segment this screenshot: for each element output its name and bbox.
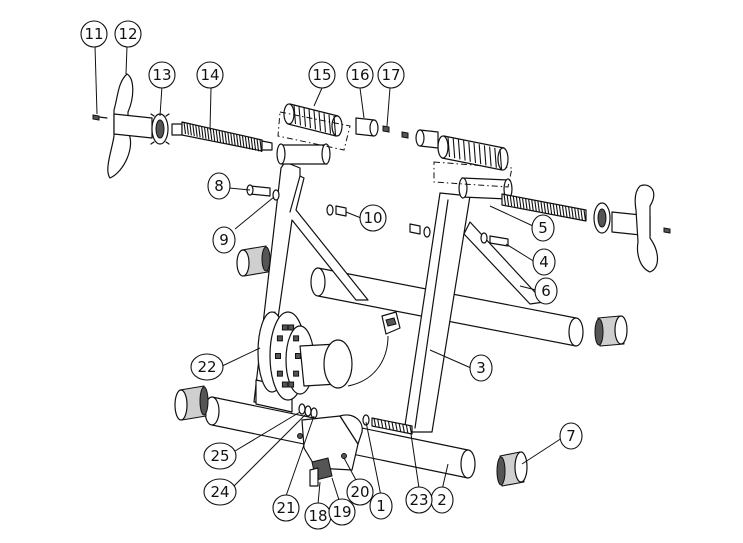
adjuster-bolt [371,417,413,435]
callout-9-number: 9 [219,231,229,249]
callout-2: 2 [430,486,454,514]
callout-19-number: 19 [332,503,351,521]
callout-21: 21 [272,494,300,522]
adjuster-small-parts [297,403,370,459]
callout-6: 6 [534,277,558,305]
left-roller-sleeve [277,103,351,151]
callout-4-number: 4 [539,253,549,271]
callout-24: 24 [203,478,237,506]
callout-1-number: 1 [376,497,386,515]
sleeve-screw-right [401,131,409,139]
callout-8-number: 8 [214,177,224,195]
callout-5: 5 [531,214,555,242]
callout-24-number: 24 [210,483,229,501]
callout-3-number: 3 [476,359,486,377]
left-top-clamp-sleeve [276,143,331,165]
right-bearing [593,202,611,234]
nut-washer-left [326,204,347,217]
callout-8: 8 [207,172,231,200]
callout-10: 10 [359,204,387,232]
end-cap-rear-left [236,245,271,277]
callout-23: 23 [405,486,433,514]
end-cap-front-left [174,385,209,421]
callout-15-number: 15 [312,66,331,84]
callout-21-number: 21 [276,499,295,517]
magnetic-resistance-unit [255,311,353,413]
nut-washer-right [409,223,431,238]
end-cap-front-right [496,451,528,487]
callout-25-number: 25 [210,447,229,465]
callout-12: 12 [114,20,142,48]
callout-16: 16 [346,61,374,89]
callout-7-number: 7 [566,427,576,445]
callout-6-number: 6 [541,282,551,300]
end-cap-rear-right [594,315,628,347]
callout-4: 4 [532,248,556,276]
callout-11-number: 11 [84,25,103,43]
right-roller-sleeve [437,135,509,171]
left-bearing [150,113,170,145]
callout-17: 17 [377,61,405,89]
callout-20-number: 20 [350,483,369,501]
callout-22-number: 22 [197,358,216,376]
callout-25: 25 [203,442,237,470]
left-clamp-handle [107,73,153,179]
callout-9: 9 [212,226,236,254]
callout-7: 7 [559,422,583,450]
adjuster-knob [309,457,333,487]
callout-20: 20 [346,478,374,506]
callout-5-number: 5 [538,219,548,237]
bolt-right-frame [480,232,509,247]
sleeve-screw-left [382,125,390,133]
callout-14: 14 [196,61,224,89]
left-bushing [355,117,379,137]
callout-22: 22 [190,353,224,381]
callout-17-number: 17 [381,66,400,84]
left-threaded-rod [171,121,273,153]
callout-13: 13 [148,61,176,89]
callout-2-number: 2 [437,491,447,509]
callout-23-number: 23 [409,491,428,509]
callout-14-number: 14 [200,66,219,84]
callout-15: 15 [308,61,336,89]
washer-left-frame [272,189,280,201]
callout-18-number: 18 [308,507,327,525]
callout-11: 11 [80,20,108,48]
callout-3: 3 [469,354,493,382]
right-bushing [415,129,439,149]
callout-18: 18 [304,502,332,530]
bolt-left-frame [246,184,271,197]
callout-10-number: 10 [363,209,382,227]
left-handle-screw [92,114,108,121]
callout-19: 19 [328,498,356,526]
right-threaded-rod [501,193,587,222]
callout-16-number: 16 [350,66,369,84]
leader-lines [94,45,563,505]
callout-1: 1 [369,492,393,520]
resistance-shifter-cable [347,311,401,387]
callout-12-number: 12 [118,25,137,43]
callout-13-number: 13 [152,66,171,84]
right-clamp-handle [611,184,671,273]
